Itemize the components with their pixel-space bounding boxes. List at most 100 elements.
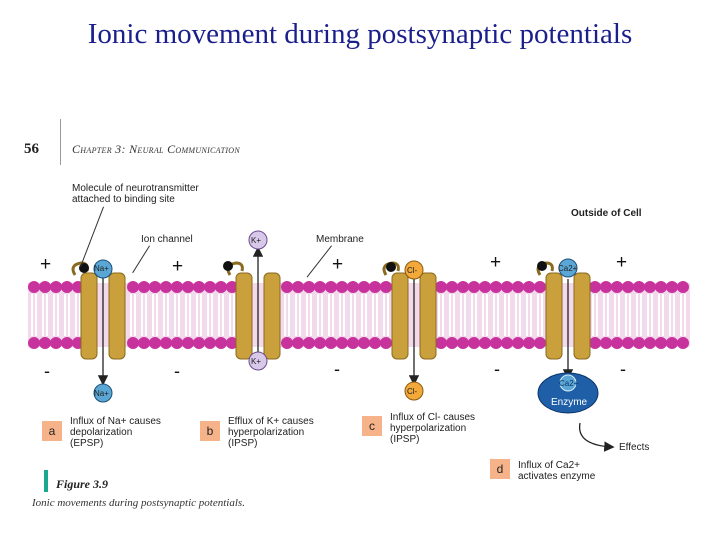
ion-k-top xyxy=(248,230,268,250)
phospholipid-head xyxy=(281,281,293,293)
k-label-bottom: K+ xyxy=(251,357,262,366)
phospholipid-head xyxy=(61,281,73,293)
plus-sign-3: + xyxy=(332,254,344,275)
phospholipid-head xyxy=(600,281,612,293)
step-c-box: c xyxy=(362,416,382,436)
channel-protein-subunit xyxy=(545,272,563,360)
na-label-bottom: Na+ xyxy=(94,389,109,398)
phospholipid-head xyxy=(633,281,645,293)
phospholipid-head xyxy=(666,281,678,293)
phospholipid-head xyxy=(292,337,304,349)
phospholipid-head xyxy=(50,281,62,293)
phospholipid-head xyxy=(490,281,502,293)
step-b-box: b xyxy=(200,421,220,441)
phospholipid-head xyxy=(655,337,667,349)
phospholipid-head xyxy=(534,337,546,349)
phospholipid-head xyxy=(171,281,183,293)
phospholipid-head xyxy=(468,281,480,293)
phospholipid-head xyxy=(61,337,73,349)
channel-protein-subunit xyxy=(391,272,409,360)
minus-sign-1: - xyxy=(44,361,50,381)
phospholipid-head xyxy=(523,337,535,349)
membrane-label: Membrane xyxy=(316,234,364,245)
phospholipid-head xyxy=(347,281,359,293)
phospholipid-head xyxy=(512,281,524,293)
ion-cl-top xyxy=(404,260,424,280)
step-d-box: d xyxy=(490,459,510,479)
phospholipid-head xyxy=(369,337,381,349)
figure-label: Figure 3.9 xyxy=(56,477,109,491)
phospholipid-head xyxy=(292,281,304,293)
lipid-core xyxy=(28,283,690,347)
phospholipid-head xyxy=(182,337,194,349)
plus-sign-4: + xyxy=(490,252,502,273)
cl-label-bottom: Cl- xyxy=(407,387,418,396)
phospholipid-head xyxy=(138,337,150,349)
phospholipid-head xyxy=(501,281,513,293)
phospholipid-heads-inner xyxy=(28,337,689,349)
membrane-diagram xyxy=(28,230,690,452)
phospholipid-head xyxy=(501,337,513,349)
effects-label: Effects xyxy=(619,442,650,453)
channel-protein-subunit xyxy=(235,272,253,360)
phospholipid-head xyxy=(347,337,359,349)
ion-na-top xyxy=(93,259,113,279)
effects-arrow xyxy=(578,422,615,452)
minus-sign-5: - xyxy=(620,359,626,379)
phospholipid-head xyxy=(468,337,480,349)
phospholipid-head xyxy=(314,281,326,293)
phospholipid-head xyxy=(39,281,51,293)
phospholipid-head xyxy=(39,337,51,349)
phospholipid-head xyxy=(534,281,546,293)
phospholipid-head xyxy=(633,337,645,349)
phospholipid-head xyxy=(358,281,370,293)
phospholipid-head xyxy=(325,281,337,293)
cl-label-top: Cl- xyxy=(407,266,418,275)
phospholipid-head xyxy=(655,281,667,293)
phospholipid-head xyxy=(589,281,601,293)
ion-arrows xyxy=(97,246,615,452)
phospholipid-head xyxy=(380,337,392,349)
slide-title: Ionic movement during postsynaptic poten… xyxy=(87,18,633,50)
phospholipid-head xyxy=(435,281,447,293)
ion-ca-enzyme xyxy=(559,374,577,392)
phospholipid-head xyxy=(303,337,315,349)
phospholipid-head xyxy=(380,281,392,293)
phospholipid-head xyxy=(479,337,491,349)
phospholipid-head xyxy=(193,337,205,349)
channel-protein-subunit xyxy=(108,272,126,360)
page-rule xyxy=(60,119,61,165)
minus-sign-3: - xyxy=(334,359,340,379)
channel-protein-subunit xyxy=(419,272,437,360)
ion-cl-bottom xyxy=(404,381,424,401)
phospholipid-head xyxy=(215,337,227,349)
figure-caption: Ionic movements during postsynaptic pote… xyxy=(32,497,245,509)
phospholipid-head xyxy=(226,281,238,293)
ca-label-enzyme: Ca2+ xyxy=(559,379,579,388)
phospholipid-head xyxy=(446,281,458,293)
phospholipid-head xyxy=(336,337,348,349)
phospholipid-head xyxy=(193,281,205,293)
minus-sign-4: - xyxy=(494,359,500,379)
phospholipid-head xyxy=(226,337,238,349)
phospholipid-head xyxy=(171,337,183,349)
plus-sign-2: + xyxy=(172,256,184,277)
phospholipid-head xyxy=(677,337,689,349)
ion-na-bottom xyxy=(93,383,113,403)
phospholipid-head xyxy=(160,337,172,349)
enzyme-shape xyxy=(537,372,599,414)
phospholipid-head xyxy=(204,337,216,349)
textbook-figure: 56 Chapter 3: Neural Communication xyxy=(20,115,700,535)
minus-sign-2: - xyxy=(174,361,180,381)
outside-of-cell-label: Outside of Cell xyxy=(571,208,642,219)
phospholipid-head xyxy=(644,281,656,293)
phospholipid-head xyxy=(303,281,315,293)
phospholipid-head xyxy=(336,281,348,293)
page-number: 56 xyxy=(24,141,39,157)
plus-sign-5: + xyxy=(616,252,628,273)
k-label-top: K+ xyxy=(251,236,262,245)
na-label-top: Na+ xyxy=(94,264,109,273)
phospholipid-head xyxy=(204,281,216,293)
